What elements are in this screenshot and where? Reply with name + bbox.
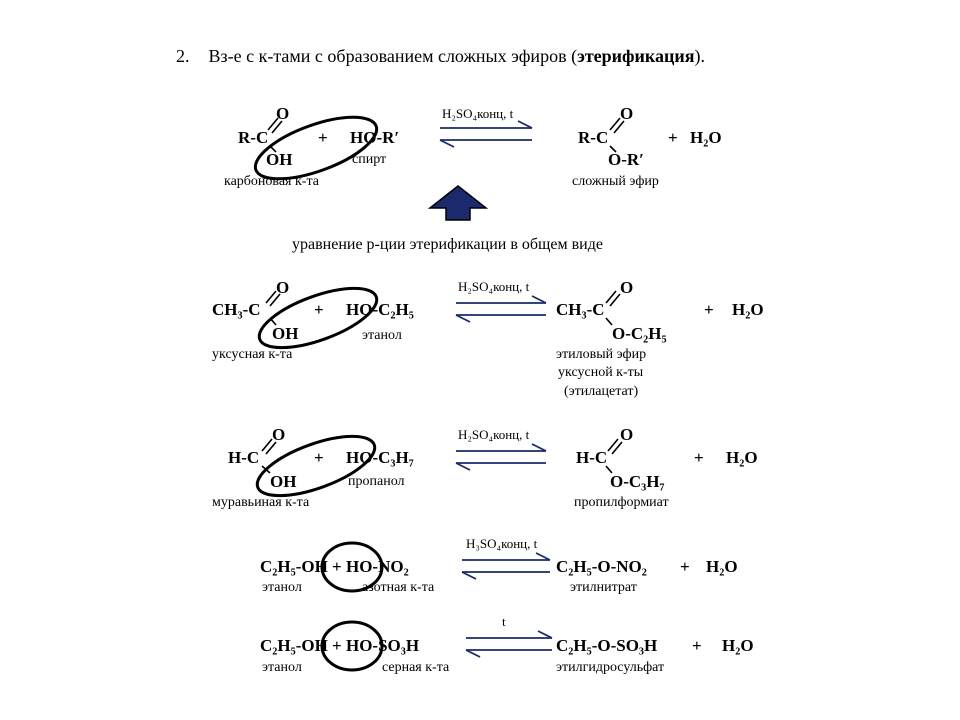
bond-lines-general <box>267 117 625 153</box>
page-title: 2. Вз-е с к-тами с образованием сложных … <box>176 46 705 67</box>
general-ester-o: O <box>620 104 634 123</box>
general-condition: H₂SO₄конц, t <box>442 106 514 121</box>
r1-product: CH₃-C <box>556 300 605 319</box>
r2-alcohol-label: пропанол <box>348 474 405 489</box>
r4-left: C₂H₅-OH + HO-SO₃H <box>260 636 420 655</box>
eq-arrow-r2 <box>455 443 547 471</box>
general-acid-formula: R-C <box>238 128 269 147</box>
general-ester-or: O-R′ <box>608 150 644 169</box>
r2-water: H₂O <box>726 448 758 467</box>
r1-alcohol-label: этанол <box>362 328 402 343</box>
r2-product: H-C <box>576 448 608 467</box>
r2-plus: + <box>314 448 324 467</box>
r1-plus2: + <box>704 300 714 319</box>
equilibrium-arrows <box>439 120 553 658</box>
general-acid-oh: OH <box>266 150 293 169</box>
r1-acid-oh: OH <box>272 324 299 343</box>
eq-arrow-r3 <box>461 552 551 580</box>
oval-r4 <box>320 620 384 672</box>
r1-alcohol: HO-C₂H₅ <box>346 300 414 319</box>
bond-lines-r1 <box>265 290 621 326</box>
r3-label-product: этилнитрат <box>570 580 637 595</box>
r2-product-o: O <box>620 425 634 444</box>
r2-plus2: + <box>694 448 704 467</box>
r2-product-or: O-C₃H₇ <box>610 472 665 491</box>
r4-condition: t <box>502 614 506 629</box>
r3-left: C₂H₅-OH + HO-NO₂ <box>260 557 409 576</box>
eq-arrow-r4 <box>465 630 553 658</box>
oval-r2 <box>255 434 377 498</box>
oval-r1 <box>257 286 379 350</box>
r3-condition: H₃SO₄конц, t <box>466 536 538 551</box>
r3-right: C₂H₅-O-NO₂ <box>556 557 647 576</box>
oval-r3 <box>320 541 384 593</box>
r1-product-label-3: (этилацетат) <box>564 384 639 399</box>
r1-acid-label: уксусная к-та <box>212 347 293 362</box>
r1-product-or: O-C₂H₅ <box>612 324 667 343</box>
r4-label-acid: серная к-та <box>382 660 450 675</box>
general-plus2: + <box>668 128 678 147</box>
r1-water: H₂O <box>732 300 764 319</box>
general-ester-label: сложный эфир <box>572 174 659 189</box>
title-text-end: ). <box>694 46 705 66</box>
title-number: 2. <box>176 46 190 66</box>
r4-label-product: этилгидросульфат <box>556 660 665 675</box>
r2-acid-label: муравьиная к-та <box>212 495 310 510</box>
r1-condition: H₂SO₄конц, t <box>458 279 530 294</box>
up-arrow-icon <box>427 185 489 221</box>
r2-acid-o: O <box>272 425 286 444</box>
general-caption: уравнение р-ции этерификации в общем вид… <box>292 236 603 253</box>
r2-product-label: пропилформиат <box>574 495 669 510</box>
r2-condition: H₂SO₄конц, t <box>458 427 530 442</box>
title-bold: этерификация <box>577 46 695 66</box>
r2-acid: H-C <box>228 448 260 467</box>
r4-plus: + <box>692 636 702 655</box>
r3-water: H₂O <box>706 557 738 576</box>
r4-label-left: этанол <box>262 660 302 675</box>
r1-plus: + <box>314 300 324 319</box>
eq-arrow-r1 <box>455 295 547 323</box>
r3-plus: + <box>680 557 690 576</box>
oval-general <box>253 115 379 181</box>
general-acid-o: O <box>276 104 290 123</box>
r1-acid-o: O <box>276 278 290 297</box>
eq-arrow-general <box>439 120 533 148</box>
r1-product-label-1: этиловый эфир <box>556 347 647 362</box>
r4-right: C₂H₅-O-SO₃H <box>556 636 658 655</box>
title-text-start: Вз-е с к-тами с образованием сложных эфи… <box>208 46 578 66</box>
general-alcohol-label: спирт <box>352 152 387 167</box>
r1-product-o: O <box>620 278 634 297</box>
r3-label-acid: азотная к-та <box>362 580 435 595</box>
r4-water: H₂O <box>722 636 754 655</box>
r1-product-label-2: уксусной к-ты <box>558 365 644 380</box>
general-ester-formula: R-C <box>578 128 609 147</box>
general-plus: + <box>318 128 328 147</box>
r2-alcohol: HO-C₃H₇ <box>346 448 414 467</box>
r1-acid: CH₃-C <box>212 300 261 319</box>
r2-acid-oh: OH <box>270 472 297 491</box>
general-water: H₂O <box>690 128 722 147</box>
r3-label-left: этанол <box>262 580 302 595</box>
